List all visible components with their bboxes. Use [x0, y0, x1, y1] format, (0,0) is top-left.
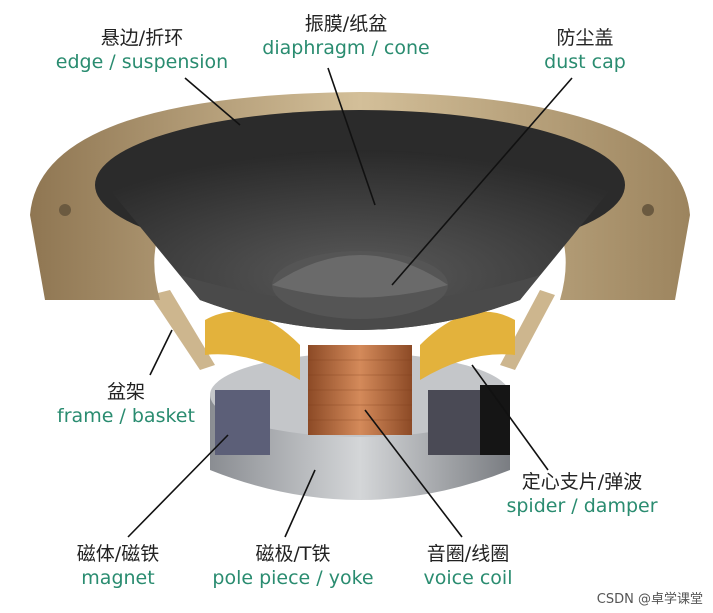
leader-lines: [127, 67, 573, 538]
label-dust-cap-en: dust cap: [544, 51, 626, 73]
label-cone-zh: 振膜/纸盆: [304, 13, 388, 35]
label-edge-en: edge / suspension: [55, 51, 229, 73]
label-dust-cap-zh: 防尘盖: [556, 27, 614, 49]
dust-cap: [272, 255, 448, 298]
label-spider-zh: 定心支片/弹波: [521, 471, 643, 493]
label-cone-en: diaphragm / cone: [262, 37, 430, 59]
magnet-block-left: [215, 390, 270, 455]
label-magnet-zh: 磁体/磁铁: [76, 543, 160, 565]
label-magnet-en: magnet: [81, 567, 155, 589]
spider-left: [205, 311, 300, 380]
label-coil-zh: 音圈/线圈: [426, 543, 510, 565]
frame-leg-left: [150, 290, 215, 370]
cone: [110, 150, 610, 330]
label-pole-zh: 磁极/T铁: [255, 543, 331, 565]
spider-right: [420, 311, 515, 380]
magnet-block-right: [428, 390, 483, 455]
label-edge-zh: 悬边/折环: [100, 27, 184, 49]
label-frame-en: frame / basket: [57, 405, 195, 427]
watermark: CSDN @卓学课堂: [596, 592, 703, 607]
label-frame-zh: 盆架: [106, 381, 146, 403]
label-pole-en: pole piece / yoke: [212, 567, 374, 589]
label-spider-en: spider / damper: [506, 495, 658, 517]
label-coil-en: voice coil: [423, 567, 513, 589]
